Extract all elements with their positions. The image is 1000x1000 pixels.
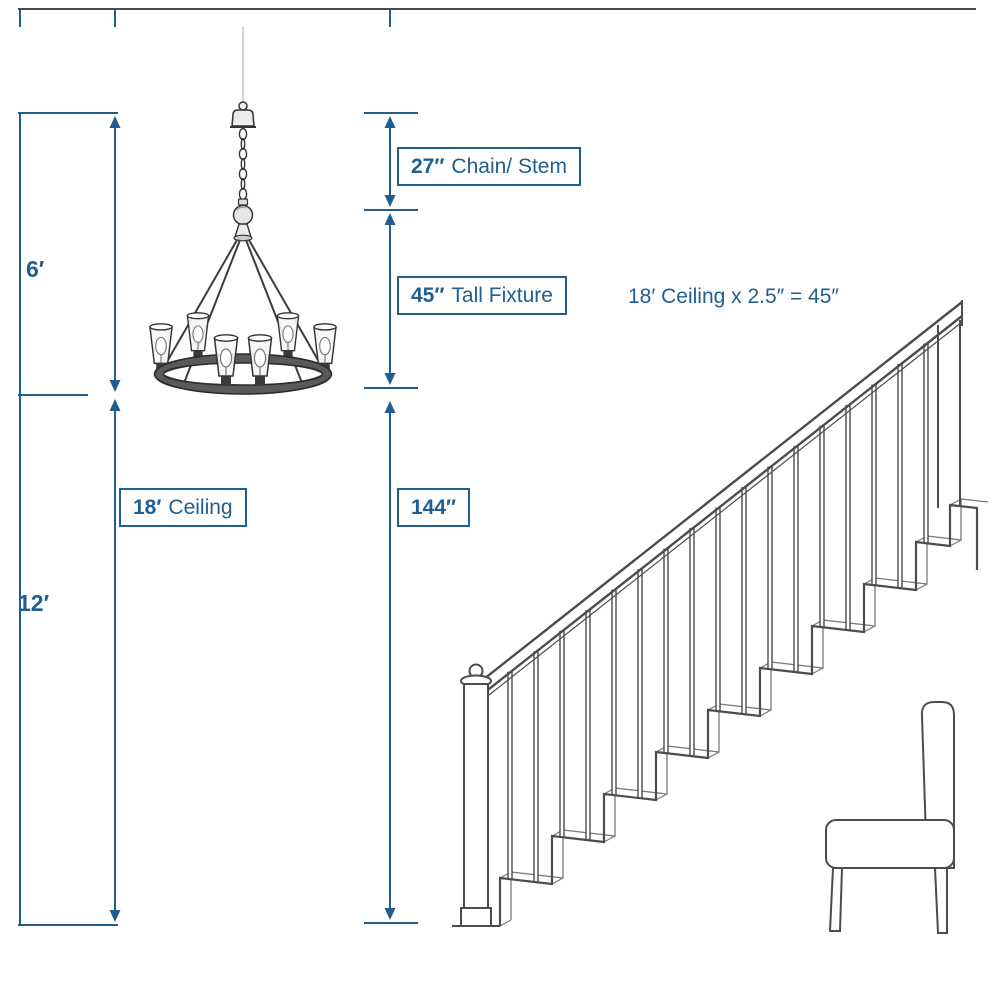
handrail: [469, 300, 963, 711]
sizing-formula-text: 18′ Ceiling x 2.5″ = 45″: [628, 285, 839, 308]
staircase-illustration: [452, 300, 989, 927]
ceiling-height-value: 18′: [133, 496, 162, 519]
hang-height-value: 144″: [411, 496, 457, 519]
fixture-height-label: 45″ Tall Fixture: [397, 276, 567, 316]
ceiling-height-label: 18′ Ceiling: [119, 488, 247, 528]
rear-candle-shades: [149, 312, 337, 372]
chain-stem-label: 27″ Chain/ Stem: [397, 147, 581, 187]
front-candle-shades: [213, 334, 273, 385]
chain-stem-value: 27″: [411, 155, 445, 178]
upper-span-label: 6′: [26, 256, 45, 282]
chain-stem-text: Chain/ Stem: [451, 155, 567, 178]
chandelier-illustration: [149, 27, 337, 395]
chain-links: [238, 127, 248, 201]
ceiling-height-text: Ceiling: [168, 496, 233, 519]
dimension-lines: [18, 9, 418, 926]
fixture-height-value: 45″: [411, 284, 445, 307]
lower-span-label: 12′: [18, 590, 50, 616]
chair-illustration: [825, 701, 955, 934]
hang-height-label: 144″: [397, 488, 471, 528]
fixture-height-text: Tall Fixture: [451, 284, 553, 307]
newel-post: [460, 663, 492, 927]
